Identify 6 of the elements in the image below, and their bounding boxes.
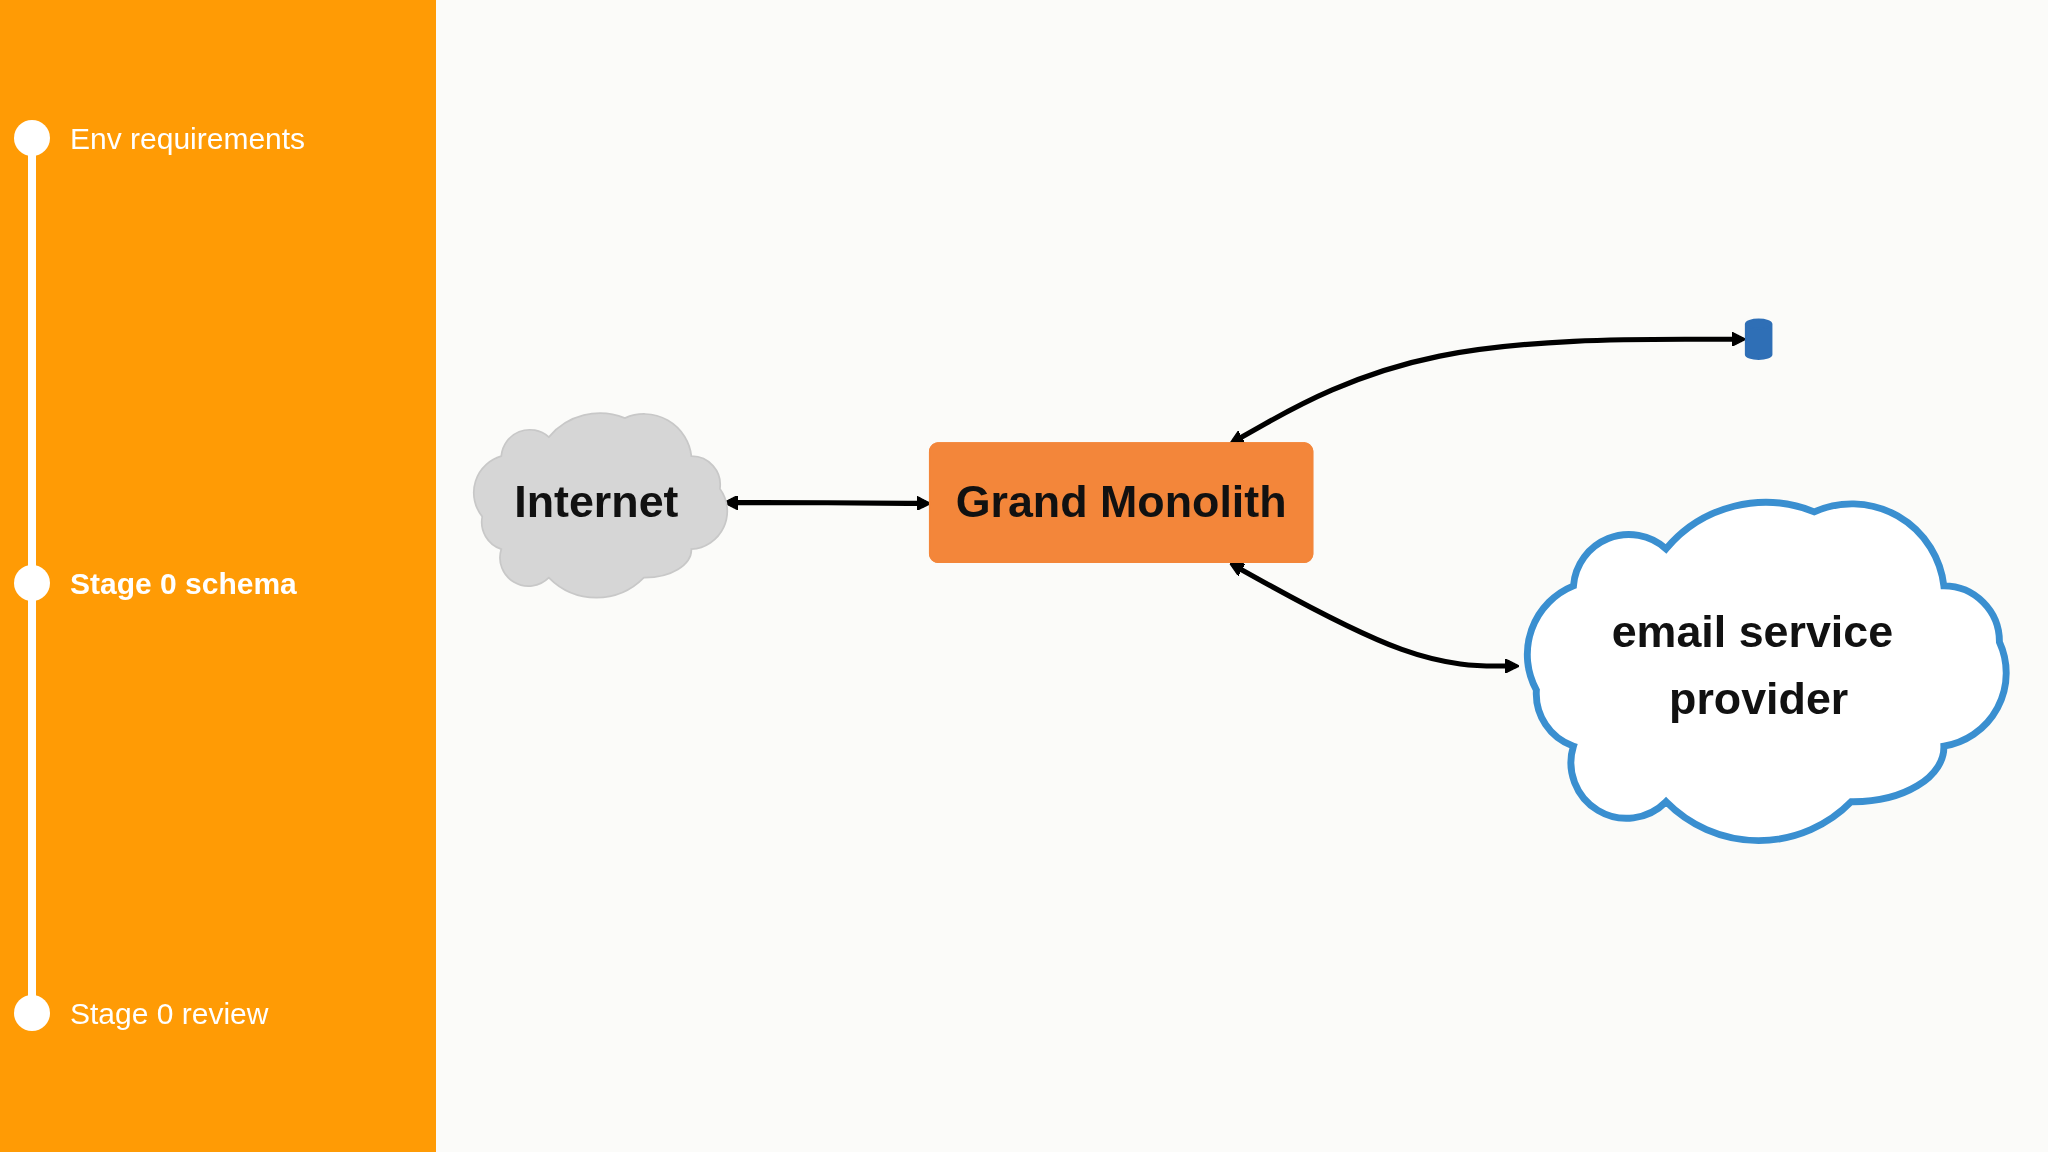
arrow [1229,331,1747,445]
arrow [1229,562,1520,674]
node-cylinder [1744,318,1773,360]
timeline-step-label: Stage 0 schema [70,567,297,601]
timeline-step-label: Env requirements [70,122,306,156]
timeline-step-label: Stage 0 review [70,997,269,1031]
